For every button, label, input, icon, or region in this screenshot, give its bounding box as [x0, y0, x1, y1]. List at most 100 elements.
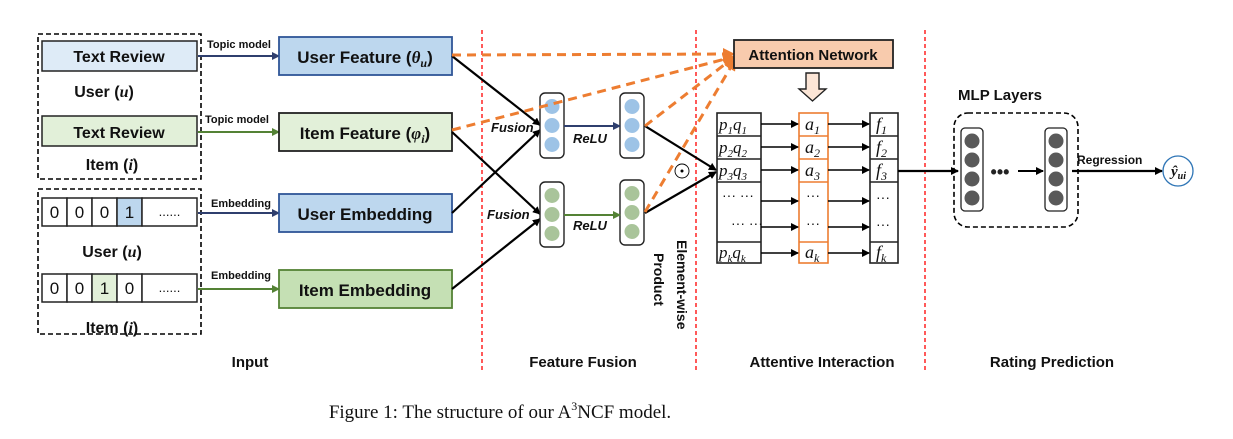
a-column — [798, 112, 829, 264]
relu-user-column-node — [624, 118, 640, 133]
fusion-item-column-node — [544, 207, 560, 222]
attn-edge-user-feature — [451, 48, 735, 61]
mlp-ellipsis: ••• — [991, 162, 1010, 182]
pq-ellipsis: ··· ··· — [731, 215, 763, 231]
attention-network-box — [733, 39, 894, 69]
relu-label-item: ReLU — [573, 218, 608, 233]
attn-edge-relu-user — [644, 56, 735, 128]
embedding-label-item: Embedding — [211, 270, 271, 282]
relu-label-user: ReLU — [573, 131, 608, 146]
fusion-label-top: Fusion — [491, 120, 534, 135]
mlp-first-layer-node — [964, 152, 980, 168]
mlp-last-layer-node — [1048, 152, 1064, 168]
text-review-group — [37, 33, 202, 180]
user-onehot-caption: User (u) — [82, 244, 142, 261]
item-onehot-cell — [141, 273, 198, 303]
item-onehot-cell — [116, 273, 143, 303]
item-onehot-cell — [41, 273, 68, 303]
item-embedding-label: Item Embedding — [299, 281, 431, 300]
user-feature-label: User Feature (θu) — [297, 48, 433, 70]
edge-relu-user-to-product — [644, 125, 717, 171]
user-onehot-cell — [141, 197, 198, 227]
mlp-first-layer-node — [964, 133, 980, 149]
user-onehot-cell — [116, 197, 143, 227]
mlp-layers-title: MLP Layers — [958, 87, 1042, 104]
topic-model-label-item: Topic model — [205, 114, 269, 126]
fusion-user-column-node — [544, 118, 560, 133]
edge-userembed-fusion1 — [451, 129, 541, 214]
item-onehot-cell — [66, 273, 93, 303]
mlp-first-layer-node — [964, 190, 980, 206]
mlp-first-layer-node — [964, 171, 980, 187]
f-cell: f3 — [876, 160, 887, 183]
user-onehot-cell-value: 0 — [100, 203, 109, 222]
f-cell: f2 — [876, 137, 887, 160]
item-onehot-cell-value: 0 — [125, 279, 134, 298]
edge-itemembed-fusion2 — [451, 218, 541, 290]
element-wise-label: Element-wise — [674, 240, 690, 330]
f-cell: fk — [876, 242, 887, 265]
mlp-last-layer-node — [1048, 190, 1064, 206]
section-input: Input — [232, 354, 269, 371]
attn-edge-item-feature — [451, 53, 735, 132]
fusion-item-column-node — [544, 188, 560, 203]
f-ellipsis: ··· — [876, 189, 890, 205]
a-cell: a3 — [805, 160, 820, 183]
item-caption: Item (i) — [86, 157, 138, 174]
attention-network-label: Attention Network — [748, 47, 878, 64]
topic-model-label-user: Topic model — [207, 39, 271, 51]
section-rating-prediction: Rating Prediction — [990, 354, 1114, 371]
fusion-label-bottom: Fusion — [487, 207, 530, 222]
pq-column — [716, 112, 762, 264]
embedding-label-user: Embedding — [211, 198, 271, 210]
mlp-last-layer-node — [1048, 171, 1064, 187]
odot-symbol-circle — [674, 163, 690, 179]
regression-label: Regression — [1077, 153, 1142, 167]
user-feature-box — [278, 36, 453, 76]
user-onehot-cell-value: ...... — [159, 204, 181, 219]
mlp-last-layer — [1044, 127, 1068, 212]
pq-cell: pkqk — [718, 243, 747, 265]
relu-item-column-node — [624, 186, 640, 201]
attention-input-edges — [451, 48, 737, 213]
user-onehot-cell-value: 1 — [125, 203, 134, 222]
fusion-user-column-node — [544, 137, 560, 152]
user-onehot-cell — [66, 197, 93, 227]
item-onehot-cell-value: ...... — [159, 280, 181, 295]
relu-item-column-node — [624, 224, 640, 239]
edge-relu-item-to-product — [644, 171, 717, 214]
onehot-group — [37, 188, 202, 335]
user-text-review-box — [41, 40, 198, 72]
relu-user-column-node — [624, 137, 640, 152]
a-cell: ak — [805, 242, 820, 265]
a-ellipsis: ··· — [806, 215, 820, 231]
f-ellipsis: ··· — [876, 216, 890, 232]
user-caption: User (u) — [74, 84, 134, 101]
edge-userfeat-fusion1 — [451, 55, 541, 126]
product-label: Product — [651, 253, 667, 306]
item-feature-label: Item Feature (φi) — [300, 124, 430, 146]
relu-item-column-node — [624, 205, 640, 220]
user-onehot-cell-value: 0 — [50, 203, 59, 222]
user-onehot-cell-value: 0 — [75, 203, 84, 222]
mlp-first-layer — [960, 127, 984, 212]
f-cell: f1 — [876, 114, 887, 137]
f-column — [869, 112, 899, 264]
pq-cell: p1q1 — [718, 115, 747, 137]
relu-user-column-node — [624, 99, 640, 114]
pq-cell: p3q3 — [718, 161, 748, 183]
section-feature-fusion: Feature Fusion — [529, 354, 637, 371]
item-onehot-cell-value: 0 — [50, 279, 59, 298]
item-onehot-cell-value: 0 — [75, 279, 84, 298]
pq-cell: p2q2 — [718, 138, 748, 160]
user-text-review-label: Text Review — [73, 49, 165, 66]
odot-symbol-dot — [680, 169, 684, 173]
a-ellipsis: ··· — [806, 187, 820, 203]
user-embedding-label: User Embedding — [297, 205, 432, 224]
attention-down-arrow — [797, 72, 828, 102]
a-cell: a1 — [805, 114, 820, 137]
prediction-output-node — [1162, 155, 1194, 187]
